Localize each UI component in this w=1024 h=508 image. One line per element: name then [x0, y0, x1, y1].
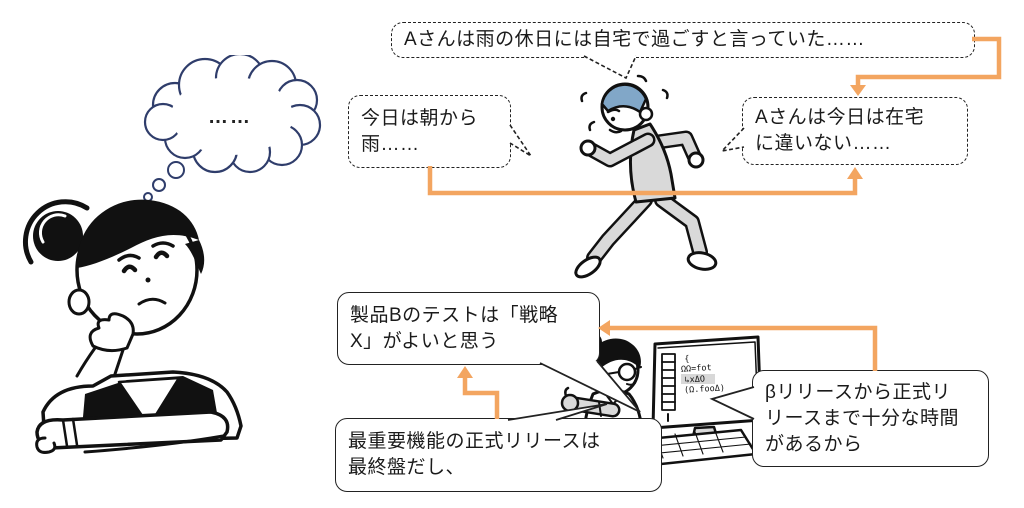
hand-on-chin [88, 312, 135, 353]
hair-bun [33, 211, 83, 261]
bubble-conclusion-runner-text: Aさんは今日は在宅 に違いない…… [755, 107, 925, 154]
sweat-drops [580, 74, 669, 132]
nose [145, 277, 151, 283]
bubble-premise-general-text: Aさんは雨の休日には自宅で過ごすと言っていた…… [404, 29, 865, 50]
shoe [574, 255, 602, 279]
bubble-claim-product: 製品Bのテストは「戦略 X」がよいと思う [337, 292, 600, 365]
arrow-reason-release-to-claim [462, 377, 500, 419]
eye [121, 264, 138, 274]
back-arm [653, 133, 699, 161]
svg-text:{: { [684, 354, 690, 364]
bubble-premise-today-text: 今日は朝から 雨…… [361, 107, 479, 155]
eye [153, 250, 170, 260]
hair-arc [22, 199, 90, 265]
bubble-premise-today: 今日は朝から 雨…… [348, 95, 511, 168]
svg-text:ΩΩ=fot: ΩΩ=fot [681, 363, 712, 375]
frown-mouth [137, 297, 167, 306]
collar [117, 376, 181, 428]
running-person-illustration [574, 74, 718, 279]
raised-arm [570, 399, 618, 415]
eyebrow [117, 253, 141, 262]
eye [610, 116, 616, 122]
fist [687, 151, 705, 169]
thinking-woman-illustration [22, 199, 243, 454]
arrowhead-up [457, 366, 473, 378]
bubble-premise-general: Aさんは雨の休日には自宅で過ごすと言っていた…… [391, 22, 975, 58]
front-leg [656, 194, 706, 258]
bubble-reason-time: βリリースから正式リ リースまで十分な時間 があるから [752, 370, 989, 467]
tail-premise-today [509, 124, 532, 157]
blue-hair [600, 83, 648, 114]
fist [560, 393, 580, 413]
eyebrow [606, 108, 621, 114]
thought-cloud: …… [143, 55, 322, 202]
arrowhead-up [847, 167, 863, 179]
code-highlight [681, 374, 715, 384]
bubble-conclusion-runner: Aさんは今日は在宅 に違いない…… [742, 97, 968, 165]
shoe [686, 251, 718, 271]
hair-bangs [76, 199, 199, 268]
front-arm [587, 135, 653, 165]
fist [35, 436, 57, 454]
thought-cloud-trail [143, 161, 185, 202]
eyebrow [151, 241, 175, 248]
bubble-reason-time-text: βリリースから正式リ リースまで十分な時間 があるから [765, 381, 960, 455]
arrowhead-down [850, 85, 866, 96]
bubble-reason-release-text: 最重要機能の正式リリースは 最終盤だし、 [348, 431, 601, 478]
bubble-reason-release: 最重要機能の正式リリースは 最終盤だし、 [335, 418, 662, 492]
back-leg [588, 194, 651, 264]
svg-text:(Ω.fooΔ): (Ω.fooΔ) [684, 383, 725, 395]
bubble-claim-product-text: 製品Bのテストは「戦略 X」がよいと思う [350, 304, 559, 352]
fist [579, 139, 597, 157]
svg-text:↳xΔO: ↳xΔO [684, 374, 705, 385]
ear [67, 288, 91, 316]
thought-cloud-dots: …… [208, 106, 252, 128]
mouth [608, 128, 623, 134]
ear [638, 106, 654, 122]
